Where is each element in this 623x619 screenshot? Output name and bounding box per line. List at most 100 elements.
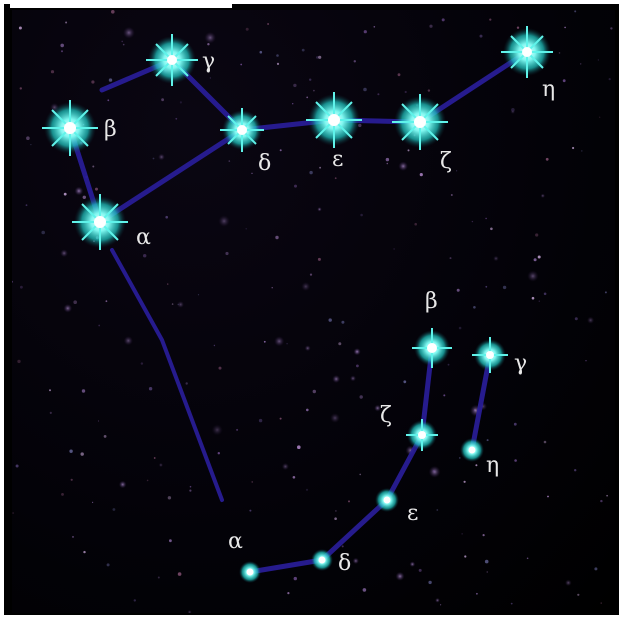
faint-star	[214, 345, 215, 346]
faint-star	[20, 87, 22, 89]
faint-star	[318, 258, 321, 261]
faint-star	[420, 173, 423, 176]
faint-star	[154, 457, 156, 459]
faint-star	[104, 435, 107, 438]
faint-star	[575, 317, 578, 320]
faint-star	[41, 231, 45, 235]
faint-star	[309, 171, 312, 174]
faint-star	[175, 118, 177, 120]
faint-star	[605, 291, 607, 293]
faint-star	[276, 54, 279, 57]
faint-star	[123, 27, 135, 39]
faint-star	[61, 493, 64, 496]
faint-star	[293, 476, 296, 479]
faint-star	[92, 502, 93, 503]
faint-star	[475, 464, 477, 466]
faint-star	[158, 154, 165, 161]
faint-star	[106, 300, 108, 302]
faint-star	[598, 59, 599, 60]
faint-star	[364, 30, 367, 33]
faint-star	[124, 336, 133, 345]
faint-star	[147, 480, 149, 482]
faint-star	[473, 306, 476, 309]
faint-star	[186, 382, 188, 384]
bright-stars	[42, 26, 553, 583]
faint-star	[306, 409, 309, 412]
faint-star	[585, 360, 586, 361]
faint-star	[161, 98, 164, 101]
faint-star	[264, 341, 266, 343]
label-upper-zeta: ζ	[440, 149, 452, 174]
faint-star	[275, 236, 278, 239]
faint-star	[581, 150, 583, 152]
faint-star	[83, 551, 85, 553]
label-lower-alpha: α	[228, 529, 243, 554]
star-lower-eta	[460, 438, 484, 462]
faint-star	[435, 598, 440, 603]
faint-star	[398, 161, 408, 171]
faint-star	[313, 90, 315, 92]
faint-star	[259, 419, 262, 422]
faint-star	[158, 577, 160, 579]
faint-star	[601, 602, 602, 603]
faint-star	[341, 321, 344, 324]
faint-star	[480, 35, 483, 38]
faint-star	[547, 496, 549, 498]
faint-star	[318, 56, 321, 59]
faint-star	[218, 215, 229, 226]
faint-star	[448, 364, 450, 366]
label-lower-epsilon: ε	[407, 501, 418, 526]
faint-star	[246, 228, 247, 229]
faint-star	[65, 22, 67, 24]
faint-star	[577, 594, 579, 596]
faint-star	[19, 27, 22, 30]
faint-star	[396, 572, 405, 581]
faint-star	[606, 495, 608, 497]
faint-star	[64, 304, 73, 313]
faint-star	[532, 297, 535, 300]
faint-star	[61, 50, 63, 52]
faint-star	[277, 63, 279, 65]
faint-star	[280, 418, 282, 420]
star-lower-beta	[412, 328, 452, 368]
faint-star	[252, 481, 253, 482]
faint-star	[580, 63, 581, 64]
faint-star	[159, 463, 163, 467]
faint-star	[360, 214, 363, 217]
star-lower-delta	[311, 549, 333, 571]
star-upper-zeta	[392, 94, 448, 150]
faint-star	[17, 360, 20, 363]
faint-star	[178, 304, 179, 305]
faint-star	[414, 223, 417, 226]
faint-star	[178, 572, 182, 576]
faint-star	[587, 317, 594, 324]
faint-star	[405, 91, 407, 93]
faint-star	[363, 588, 367, 592]
faint-star	[493, 256, 499, 262]
tail-line	[112, 250, 222, 500]
faint-star	[527, 558, 529, 560]
faint-star	[410, 561, 416, 567]
faint-star	[225, 252, 228, 255]
faint-star	[319, 167, 321, 169]
faint-star	[305, 345, 311, 351]
faint-star	[610, 27, 612, 29]
faint-star	[564, 27, 566, 29]
faint-star	[514, 459, 517, 462]
constellation-lines	[70, 52, 527, 572]
faint-star	[534, 258, 537, 261]
faint-star	[313, 390, 316, 393]
star-lower-alpha	[239, 561, 261, 583]
faint-star	[334, 517, 337, 520]
faint-star	[121, 41, 123, 43]
faint-star	[149, 387, 152, 390]
faint-star	[377, 93, 379, 95]
faint-star	[487, 439, 489, 441]
faint-star	[356, 365, 359, 368]
faint-star	[287, 592, 289, 594]
faint-star	[419, 569, 422, 572]
faint-star	[428, 581, 431, 584]
faint-star	[459, 457, 461, 459]
label-upper-epsilon: ε	[332, 147, 343, 172]
faint-star	[134, 599, 136, 601]
